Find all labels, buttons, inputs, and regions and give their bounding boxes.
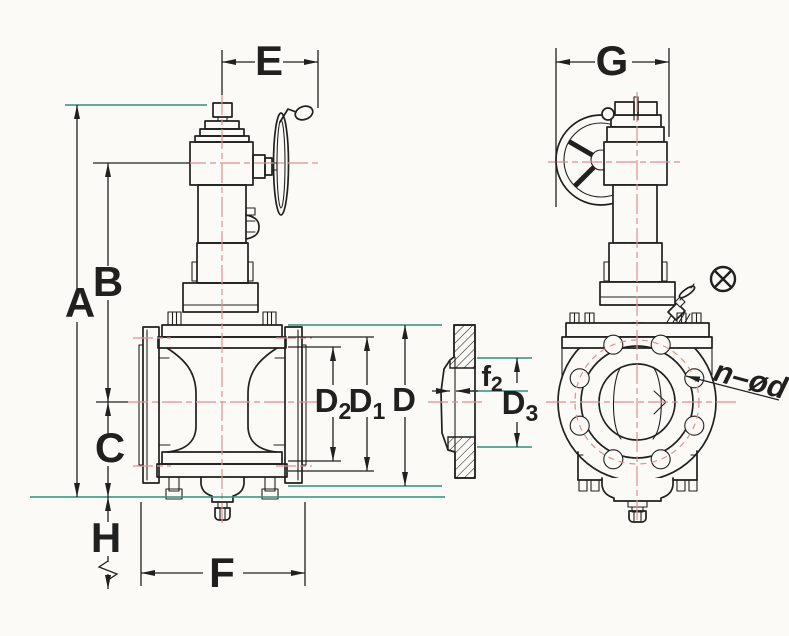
flange-section-outline	[440, 324, 476, 479]
dim-label-d3: D3	[502, 384, 539, 426]
dim-D2: D2	[288, 346, 352, 462]
dim-F: F	[140, 502, 306, 596]
dim-H: H	[91, 497, 121, 589]
dim-A: A	[65, 105, 95, 497]
bonnet-flange	[182, 282, 259, 313]
outlet-flange	[284, 326, 303, 484]
dim-B: B	[93, 163, 123, 402]
dim-E: E	[221, 37, 319, 108]
bonnet-tab-right	[247, 261, 254, 282]
packing-gland-boss	[245, 214, 260, 240]
gland-bolt	[245, 207, 256, 216]
inlet-flange-raised-face	[138, 344, 144, 466]
bolt-circle	[574, 339, 700, 465]
side-gear-housing	[603, 141, 668, 186]
outlet-flange-raised-face	[301, 344, 307, 466]
bottom-studs	[165, 476, 279, 500]
drain-cap-nut	[214, 507, 231, 521]
bolt-note-leader	[685, 375, 780, 401]
dim-label-f2: f2	[481, 361, 502, 396]
side-bonnet-tab-right	[661, 261, 668, 282]
side-bonnet-tab-left	[603, 261, 610, 282]
side-stem-step-1	[610, 114, 662, 128]
shaft-step-2	[264, 157, 273, 176]
handwheel-edge-inner	[276, 119, 286, 209]
dim-G: G	[555, 37, 670, 207]
side-top-studs	[569, 312, 702, 324]
dim-D3: D3	[477, 357, 539, 448]
dim-label-d: D	[392, 381, 416, 418]
pilot-valve	[665, 283, 696, 325]
dim-label-c: C	[95, 424, 125, 471]
shaft-step-1	[252, 154, 266, 179]
dim-D1: D1	[288, 336, 386, 472]
front-view-centerlines	[128, 95, 318, 527]
crank-handle-ball	[294, 105, 314, 121]
side-drain-cap-nut	[628, 510, 647, 523]
front-view	[128, 95, 318, 527]
side-top-bar-left	[614, 101, 635, 116]
dim-f2: f2	[432, 361, 528, 396]
dim-label-f: F	[209, 549, 235, 596]
side-top-bar-right	[637, 101, 658, 116]
dim-label-b: B	[93, 258, 123, 305]
side-view-centerlines	[546, 92, 738, 522]
dim-D: D	[288, 324, 442, 487]
body-waist-right	[247, 347, 278, 453]
disc-profile-left	[612, 366, 622, 440]
side-view	[546, 92, 738, 523]
dim-C: C	[95, 402, 125, 497]
flange-section-view	[428, 324, 484, 479]
dim-label-a: A	[65, 279, 95, 326]
dim-label-h: H	[91, 514, 121, 561]
crank-arm	[279, 108, 297, 123]
body-waist-left	[166, 347, 197, 453]
handwheel-edge-outer	[272, 112, 290, 216]
side-bonnet-column	[612, 184, 658, 244]
crank-knob-end	[601, 107, 615, 121]
dim-label-e: E	[255, 37, 283, 84]
flange-section-hatch-bottom	[447, 436, 476, 479]
inlet-flange	[142, 326, 160, 484]
dimensions: E G A B C	[30, 37, 789, 596]
dim-label-d1: D1	[349, 382, 386, 424]
bolt-note-label: n–ød	[710, 353, 789, 406]
bonnet-tab-left	[191, 261, 198, 282]
dim-label-g: G	[596, 37, 629, 84]
circled-x-symbol	[709, 265, 737, 293]
dim-label-d2: D2	[315, 382, 352, 424]
side-bonnet-lower	[608, 242, 663, 283]
side-stem-step-2	[606, 126, 665, 143]
